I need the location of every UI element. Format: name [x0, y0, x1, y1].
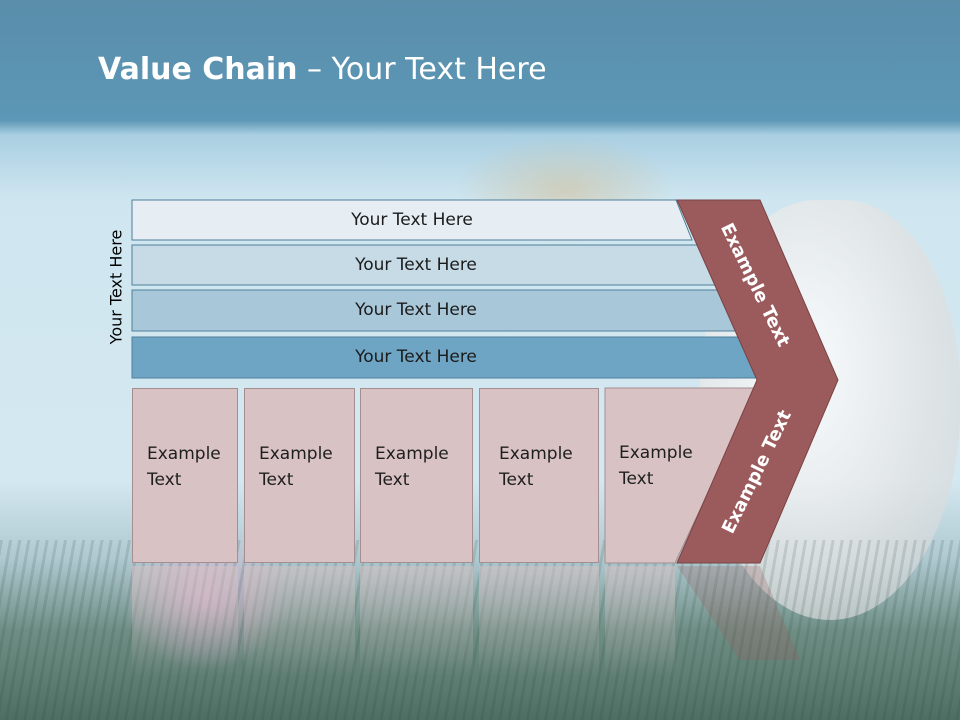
box-5-reflection	[605, 566, 675, 676]
box-1-line2: Text	[147, 470, 182, 490]
box-3-line2: Text	[375, 470, 410, 490]
box-5-line1: Example	[619, 443, 693, 463]
bar-3: Your Text Here	[132, 290, 700, 330]
slide-title: Value Chain – Your Text Here	[98, 52, 547, 87]
bar-1: Your Text Here	[132, 200, 692, 240]
box-2-reflection	[244, 566, 355, 676]
bar-1-shape	[131, 199, 693, 241]
bar-4: Your Text Here	[132, 337, 700, 377]
box-3-line1: Example	[375, 444, 449, 464]
box-4-reflection	[479, 566, 599, 676]
box-1-reflection	[132, 566, 238, 676]
bar-2-label: Your Text Here	[355, 255, 477, 275]
box-4-line1: Example	[499, 444, 573, 464]
box-1-line1: Example	[147, 444, 221, 464]
box-5-shape	[604, 387, 758, 564]
bar-1-label: Your Text Here	[351, 210, 473, 230]
title-rest: – Your Text Here	[297, 52, 547, 87]
bar-2: Your Text Here	[132, 245, 700, 285]
box-3-reflection	[360, 566, 473, 676]
bar-3-label: Your Text Here	[355, 300, 477, 320]
chevron-shape	[676, 199, 839, 564]
chevron-reflection	[677, 566, 800, 660]
box-2-line1: Example	[259, 444, 333, 464]
box-5-line2: Text	[619, 469, 654, 489]
box-4-line2: Text	[499, 470, 534, 490]
title-bold: Value Chain	[98, 52, 298, 87]
bar-4-label: Your Text Here	[355, 347, 477, 367]
box-2-line2: Text	[259, 470, 294, 490]
